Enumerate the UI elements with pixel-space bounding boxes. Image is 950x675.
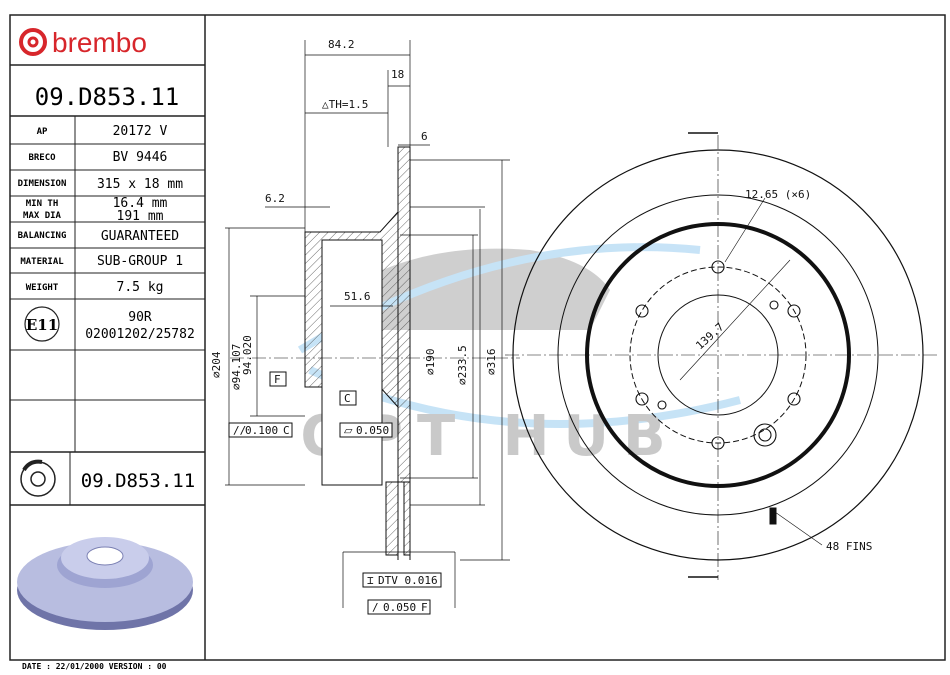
svg-text://: // <box>233 424 246 437</box>
svg-text:GUARANTEED: GUARANTEED <box>101 229 179 244</box>
svg-text:0.100: 0.100 <box>245 424 278 437</box>
svg-text:191 mm: 191 mm <box>117 209 164 224</box>
svg-text:MIN TH: MIN TH <box>26 199 59 209</box>
svg-text:6: 6 <box>421 130 428 143</box>
svg-text:C: C <box>344 392 351 405</box>
svg-text:12.65 (×6): 12.65 (×6) <box>745 188 811 201</box>
part-number-bottom: 09.D853.11 <box>81 470 195 492</box>
svg-text:DTV 0.016: DTV 0.016 <box>378 574 438 587</box>
disc-type-icon <box>20 459 56 497</box>
brembo-logo: brembo <box>19 27 147 58</box>
disc-product-render <box>17 537 193 630</box>
spec-row-ap: AP 20172 V <box>37 124 168 139</box>
svg-text:F: F <box>421 601 428 614</box>
svg-text:6.2: 6.2 <box>265 192 285 205</box>
brand-name: brembo <box>52 27 147 58</box>
svg-text:⌀190: ⌀190 <box>424 349 437 376</box>
svg-text:0.050: 0.050 <box>383 601 416 614</box>
svg-text:⌶: ⌶ <box>367 574 374 587</box>
svg-text:315 x 18 mm: 315 x 18 mm <box>97 177 183 192</box>
svg-text:51.6: 51.6 <box>344 290 371 303</box>
svg-text:⌀94.107: ⌀94.107 <box>230 344 243 390</box>
title-block: brembo 09.D853.11 AP 20172 V BRECO BV 94… <box>10 27 205 630</box>
svg-text:20172 V: 20172 V <box>113 124 168 139</box>
spec-row-material: MATERIAL SUB-GROUP 1 <box>20 254 183 269</box>
svg-text:90R: 90R <box>128 310 152 325</box>
svg-text:⌀204: ⌀204 <box>210 351 223 378</box>
spec-row-dimension: DIMENSION 315 x 18 mm <box>18 177 184 192</box>
svg-text:MATERIAL: MATERIAL <box>20 257 64 267</box>
approval-row: E11 90R 02001202/25782 <box>24 306 195 342</box>
section-view: 84.2 18 △TH=1.5 6 6.2 51.6 ⌀204 ⌀94.107 … <box>210 38 520 615</box>
svg-text:94.020: 94.020 <box>241 335 254 375</box>
part-number: 09.D853.11 <box>35 83 180 111</box>
spec-row-breco: BRECO BV 9446 <box>28 150 167 165</box>
front-view: 12.65 (×6) 139.7 48 FINS <box>505 132 940 580</box>
svg-text:BRECO: BRECO <box>28 153 56 163</box>
svg-text:SUB-GROUP 1: SUB-GROUP 1 <box>97 254 183 269</box>
svg-text:02001202/25782: 02001202/25782 <box>85 327 195 342</box>
svg-text:/: / <box>372 601 379 614</box>
svg-text:C: C <box>283 424 290 437</box>
svg-text:AP: AP <box>37 127 48 137</box>
svg-text:BV 9446: BV 9446 <box>113 150 168 165</box>
spec-row-min-th-max-dia: MIN TH MAX DIA 16.4 mm 191 mm <box>23 196 168 224</box>
svg-text:84.2: 84.2 <box>328 38 355 51</box>
svg-text:⏥: ⏥ <box>344 424 353 437</box>
e11-approval-mark <box>24 306 60 342</box>
svg-text:F: F <box>274 373 281 386</box>
footer-date-version: DATE : 22/01/2000 VERSION : 00 <box>22 662 167 671</box>
svg-text:48 FINS: 48 FINS <box>826 540 872 553</box>
svg-text:WEIGHT: WEIGHT <box>26 283 59 293</box>
svg-text:⌀316: ⌀316 <box>485 349 498 376</box>
svg-text:7.5 kg: 7.5 kg <box>117 280 164 295</box>
svg-text:MAX DIA: MAX DIA <box>23 211 62 221</box>
svg-text:BALANCING: BALANCING <box>18 231 67 241</box>
sheet-border <box>9 14 946 661</box>
spec-row-weight: WEIGHT 7.5 kg <box>26 280 164 295</box>
svg-text:⌀233.5: ⌀233.5 <box>456 345 469 385</box>
svg-text:DIMENSION: DIMENSION <box>18 179 67 189</box>
svg-text:0.050: 0.050 <box>356 424 389 437</box>
spec-row-balancing: BALANCING GUARANTEED <box>18 229 180 244</box>
svg-text:△TH=1.5: △TH=1.5 <box>322 98 368 111</box>
svg-text:16.4 mm: 16.4 mm <box>113 196 168 211</box>
svg-text:E11: E11 <box>26 316 58 334</box>
svg-text:18: 18 <box>391 68 404 81</box>
